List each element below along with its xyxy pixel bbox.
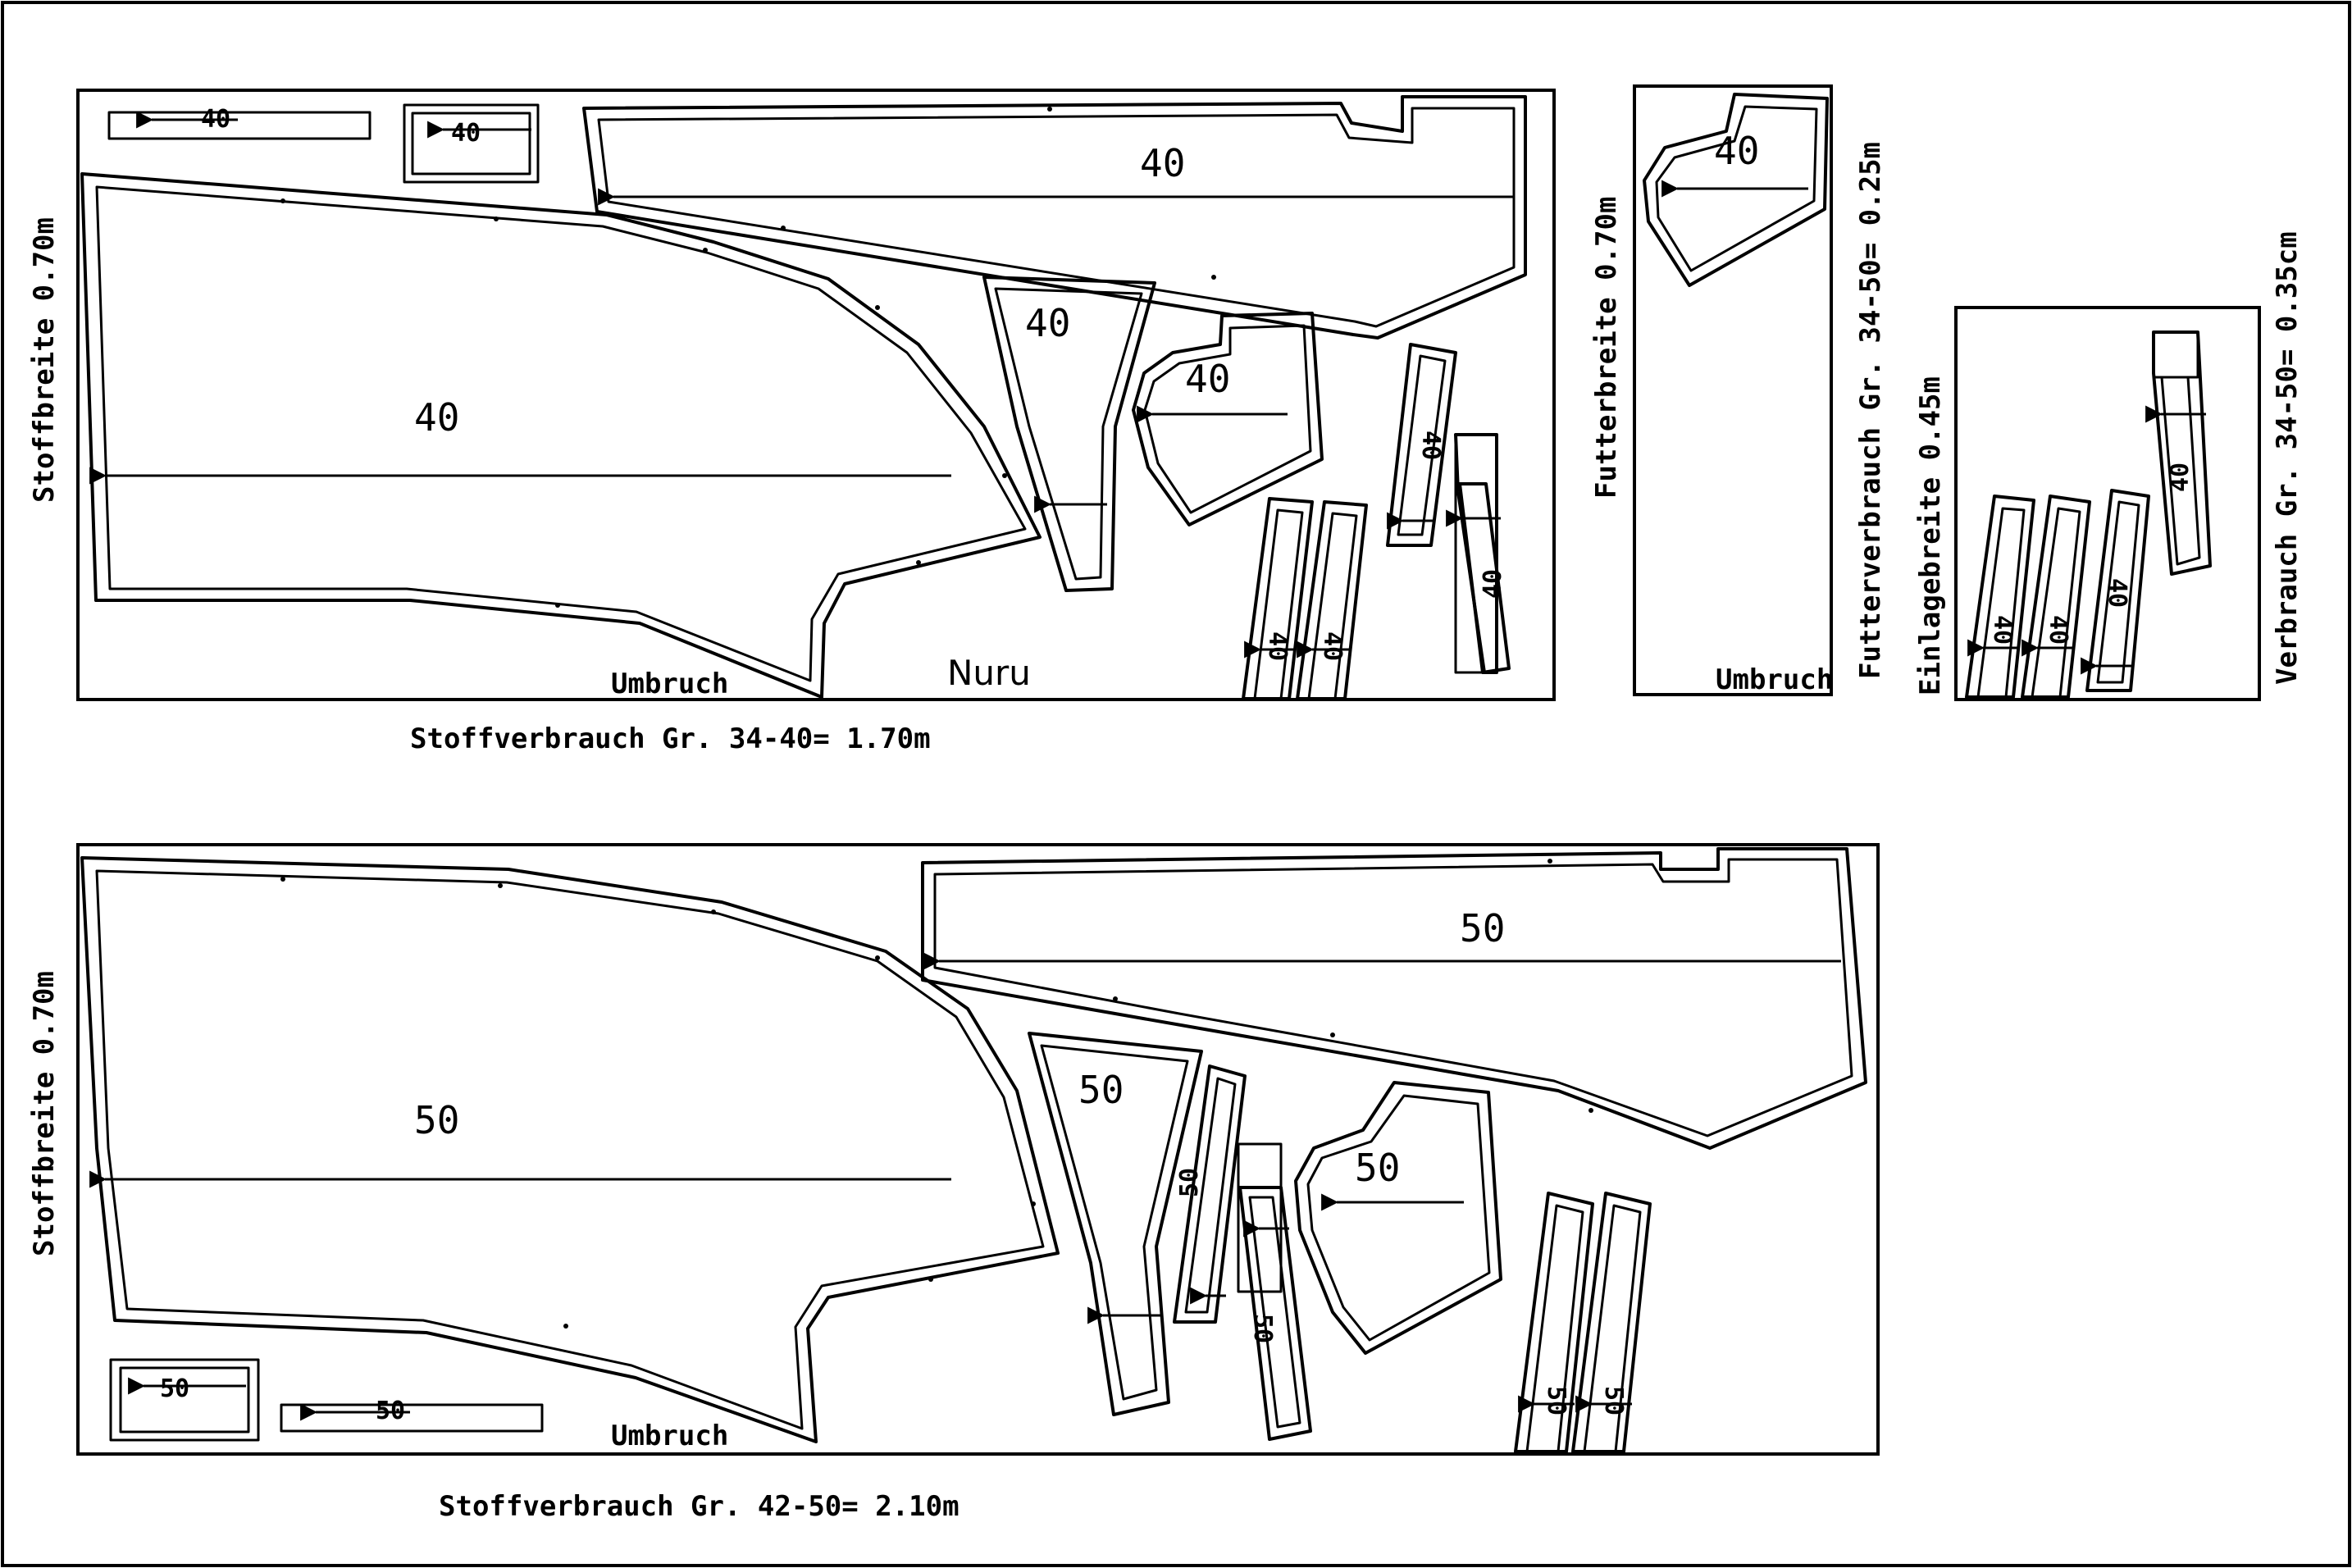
piece-size-label: 50: [1542, 1386, 1570, 1415]
stoffverbrauch-label-top: Stoffverbrauch Gr. 34-40= 1.70m: [410, 722, 931, 755]
lining-area: [1633, 84, 1833, 696]
umbruch-label: Umbruch: [611, 668, 728, 700]
piece-size-label: 40: [2166, 463, 2195, 492]
piece-size-label: 40: [1318, 631, 1347, 661]
pattern-piece-side-bottom: 50: [1028, 1032, 1203, 1416]
stoffverbrauch-label-bottom: Stoffverbrauch Gr. 42-50= 2.10m: [439, 1490, 959, 1523]
piece-size-label: 40: [2044, 615, 2072, 645]
pattern-piece-strips-bottom: 50 50: [1514, 1192, 1652, 1453]
piece-size-label: 40: [1263, 631, 1292, 661]
futterbreite-label: Futterbreite 0.70m: [1590, 197, 1623, 499]
einlagebreite-label: Einlagebreite 0.45m: [1914, 376, 1947, 695]
piece-size-label: 50: [376, 1397, 405, 1425]
pattern-piece-small-box-top: 40: [403, 103, 540, 184]
pattern-piece-strip-bottom-b: 50: [1190, 1142, 1312, 1441]
layout-top: 40 40 40 40 Umbruch 40: [28, 89, 1556, 755]
piece-size-label: 40: [1140, 141, 1185, 185]
piece-size-label: 40: [1025, 301, 1070, 345]
stoffbreite-label-top: Stoffbreite 0.70m: [28, 217, 61, 503]
layout-bottom: 50 Umbruch 50 50 50: [28, 843, 1880, 1523]
fabric-area-top: [76, 89, 1556, 701]
layout-interfacing: 40 40 40 40 Einlagebreite 0.45m Verbrauc…: [1914, 231, 2304, 701]
umbruch-label-bottom: Umbruch: [611, 1420, 728, 1452]
piece-size-label: 40: [1988, 615, 2017, 645]
pattern-piece-small-box-bottom: 50: [109, 1358, 260, 1442]
piece-size-label: 40: [1185, 357, 1230, 401]
pattern-piece-side-top: 40: [982, 276, 1156, 592]
piece-size-label: 40: [1416, 431, 1445, 460]
nuru-label: Nuru: [947, 653, 1031, 693]
pattern-piece-strips-top: 40 40 40 40: [1242, 343, 1511, 700]
piece-size-label: 40: [2103, 578, 2131, 608]
interfacing-area: [1954, 306, 2261, 701]
piece-size-label: 50: [1355, 1146, 1400, 1190]
piece-size-label: 40: [201, 105, 230, 134]
pattern-piece-back-bottom: 50 Umbruch: [80, 856, 1060, 1452]
piece-size-label: 50: [1078, 1068, 1124, 1112]
umbruch-label-lining: Umbruch: [1716, 663, 1833, 696]
pattern-piece-rounded-top: 40: [1132, 312, 1324, 526]
pattern-piece-long-bottom: 50: [921, 847, 1867, 1150]
piece-size-label: 50: [1248, 1314, 1277, 1343]
piece-size-label: 50: [414, 1098, 459, 1142]
fabric-area-bottom: [76, 843, 1880, 1456]
pattern-piece-strip-top: 40: [107, 105, 371, 140]
piece-size-label: 50: [1599, 1386, 1628, 1415]
futterverbrauch-label: Futterverbrauch Gr. 34-50= 0.25m: [1854, 142, 1887, 679]
piece-size-label: 50: [1175, 1168, 1204, 1197]
notch-marks: [280, 107, 1593, 1329]
piece-size-label: 40: [451, 119, 481, 148]
layout-lining: 40 Umbruch Futterbreite 0.70m Futterverb…: [1590, 84, 1887, 696]
pattern-piece-strip-bottom-left: 50: [280, 1397, 544, 1433]
stoffbreite-label-bottom: Stoffbreite 0.70m: [28, 971, 61, 1256]
piece-size-label: 50: [1460, 906, 1505, 950]
verbrauch-interfacing-label: Verbrauch Gr. 34-50= 0.35cm: [2271, 231, 2304, 685]
piece-size-label: 40: [414, 395, 459, 440]
pattern-piece-back-top: 40 Umbruch: [80, 172, 1042, 700]
pattern-piece-strip-bottom-a: 50: [1173, 1064, 1247, 1324]
piece-size-label: 40: [1714, 129, 1759, 173]
piece-size-label: 50: [160, 1374, 189, 1403]
piece-size-label: 40: [1479, 569, 1507, 599]
pattern-piece-rounded-bottom: 50: [1294, 1081, 1502, 1355]
